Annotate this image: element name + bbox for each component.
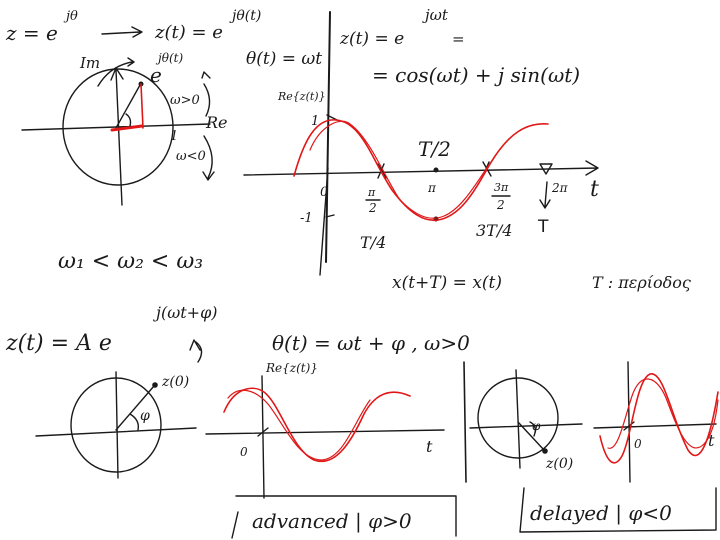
- advanced-box: [231, 495, 457, 539]
- t-axis-label: t: [590, 177, 599, 202]
- advanced-t-label: t: [426, 437, 433, 456]
- imaginary-label: Im: [79, 54, 100, 72]
- ccw-arrow-icon: [201, 71, 211, 117]
- z-definition: z = e: [5, 21, 58, 45]
- angle-arc: [125, 113, 132, 127]
- rotation-arrow-icon: [189, 339, 203, 363]
- phasor-projection: [140, 83, 144, 129]
- bottom-section: z(t) = A e j(ωt+φ) θ(t) = ωt + φ , ω>0 φ…: [5, 303, 719, 539]
- delayed-angle-arc: [529, 421, 537, 437]
- tick-two-pi: [539, 163, 553, 175]
- delayed-z0-label: z(0): [545, 456, 573, 472]
- phase-real-axis: [35, 427, 197, 437]
- delayed-y-axis: [627, 361, 631, 483]
- tick-pi: [433, 167, 439, 173]
- advanced-curve: [223, 387, 411, 463]
- x-tick-pi: π: [427, 181, 437, 195]
- cosine-y-axis: [319, 167, 329, 276]
- delayed-label: delayed | φ<0: [530, 501, 672, 526]
- advanced-curve-trace: [227, 389, 371, 461]
- omega-negative: ω<0: [176, 149, 206, 164]
- delayed-box: [519, 487, 717, 533]
- x-tick-two-pi: 2π: [551, 181, 569, 195]
- cosine-t-axis: [243, 160, 599, 176]
- phase-angle-label: φ: [140, 408, 150, 424]
- delayed-vector-tip: [542, 448, 548, 454]
- y-tick-one: 1: [311, 114, 319, 129]
- top-middle-section: θ(t) = ωt z(t) = e jωt = = cos(ωt) + j s…: [243, 6, 691, 293]
- arrow-down-icon: [539, 181, 551, 209]
- arrow-right-icon: [101, 26, 143, 38]
- advanced-label: advanced | φ>0: [252, 509, 412, 534]
- z0-label: z(0): [161, 374, 189, 390]
- phase-vector-tip: [152, 382, 158, 388]
- x-tick-pi-half-den: 2: [368, 201, 377, 215]
- theta-definition: θ(t) = ωt: [246, 49, 322, 69]
- delayed-curve: [599, 373, 719, 464]
- phasor-line: [115, 84, 141, 129]
- tick-pi-half: [377, 163, 387, 179]
- real-label: Re: [205, 113, 228, 132]
- z-of-t-euler: z(t) = e: [339, 29, 404, 49]
- phasor-exponent: jθ(t): [155, 51, 183, 65]
- x-tick-three-pi-half-den: 2: [496, 198, 505, 212]
- three-quarter-period-label: 3T/4: [476, 221, 512, 240]
- y-tick-minus-one: -1: [300, 211, 313, 226]
- omega-ordering: ω₁ < ω₂ < ω₃: [58, 249, 203, 274]
- advanced-origin-tick: [257, 427, 269, 437]
- delayed-t-axis: [593, 423, 717, 429]
- euler-formula: = cos(ωt) + j sin(ωt): [372, 63, 580, 87]
- x-tick-three-pi-half-num: 3π: [494, 181, 509, 194]
- delayed-origin-tick: [623, 421, 635, 431]
- delayed-real-axis: [469, 423, 583, 429]
- divider-top: [325, 11, 331, 263]
- x-tick-pi-half-num: π: [367, 186, 376, 199]
- unit-circle: [62, 68, 174, 186]
- z-of-t-euler-exponent: jωt: [422, 6, 449, 24]
- real-part-label: Re{z(t)}: [277, 90, 326, 103]
- z-of-t-exponent: jθ(t): [229, 8, 261, 24]
- advanced-t-axis: [205, 429, 445, 435]
- real-part-segment: [110, 124, 144, 132]
- quarter-period-label: T/4: [360, 233, 386, 252]
- cw-arrow-icon: [202, 135, 215, 181]
- omega-positive: ω>0: [170, 93, 200, 108]
- cosine-curve-trace: [309, 120, 495, 219]
- phase-vector: [115, 385, 155, 431]
- x-tick-zero: 0: [320, 185, 328, 200]
- phase-circle: [70, 377, 162, 473]
- delayed-zero: 0: [634, 437, 642, 451]
- periodicity-equation: x(t+T) = x(t): [392, 273, 502, 293]
- advanced-y-axis: [261, 375, 265, 499]
- delayed-angle-label: φ: [532, 419, 541, 433]
- equals-sign: =: [452, 30, 465, 48]
- period-definition: T : περίοδος: [592, 273, 691, 292]
- delayed-circle: [477, 377, 559, 459]
- z-of-t: z(t) = e: [154, 22, 223, 43]
- z-definition-exponent: jθ: [63, 9, 78, 24]
- general-phasor: z(t) = A e: [5, 331, 112, 356]
- delayed-t-label: t: [708, 431, 715, 450]
- delayed-curve-trace: [607, 378, 719, 449]
- divider-bottom: [463, 361, 467, 483]
- delayed-imag-axis: [515, 369, 521, 469]
- phasor-exponential: e: [150, 63, 162, 87]
- phase-angle-arc: [129, 413, 140, 431]
- period-T: T: [537, 217, 549, 237]
- general-phasor-exponent: j(ωt+φ): [153, 303, 218, 322]
- top-left-section: z = e jθ z(t) = e jθ(t) Im Re 1 e jθ(t) …: [5, 8, 261, 206]
- delayed-vector: [517, 421, 545, 451]
- half-period-label: T/2: [418, 137, 451, 161]
- advanced-real-label: Re{z(t)}: [265, 361, 318, 375]
- rotation-arrow-icon: [97, 57, 135, 87]
- advanced-zero: 0: [240, 445, 248, 459]
- unit-label: 1: [170, 129, 178, 144]
- phase-imag-axis: [115, 371, 119, 479]
- phase-definition: θ(t) = ωt + φ , ω>0: [272, 331, 470, 355]
